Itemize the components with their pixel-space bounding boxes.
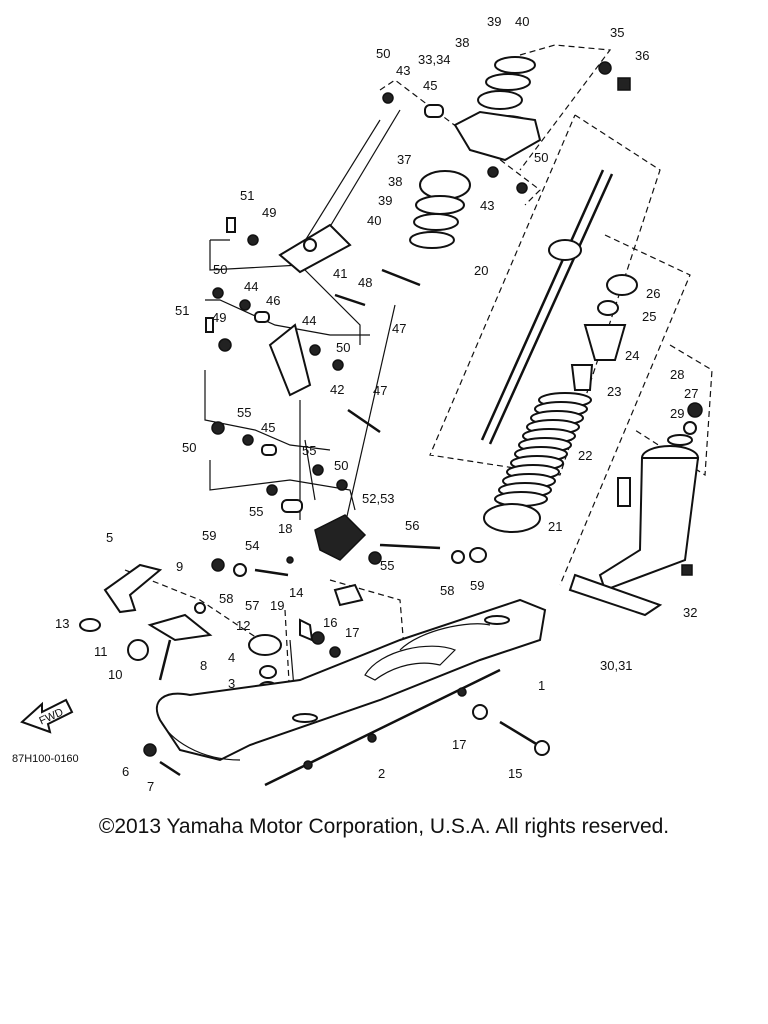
callout-label: 50 <box>376 46 390 61</box>
copyright-notice: ©2013 Yamaha Motor Corporation, U.S.A. A… <box>98 815 670 838</box>
callout-label: 9 <box>176 559 183 574</box>
callout-label: 57 <box>245 598 259 613</box>
callout-label: 43 <box>480 198 494 213</box>
shock-absorber <box>568 402 703 617</box>
callout-label: 59 <box>470 578 484 593</box>
callout-label: 21 <box>548 519 562 534</box>
callout-label: 6 <box>122 764 129 779</box>
callout-label: 3 <box>228 676 235 691</box>
callout-label: 8 <box>200 658 207 673</box>
callout-label: 55 <box>380 558 394 573</box>
callout-label: 49 <box>262 205 276 220</box>
suspension-links <box>205 217 421 513</box>
callout-label: 50 <box>334 458 348 473</box>
callout-label: 43 <box>396 63 410 78</box>
callout-label: 44 <box>302 313 316 328</box>
callout-label: 2 <box>378 766 385 781</box>
callout-label: 10 <box>108 667 122 682</box>
callout-label: 26 <box>646 286 660 301</box>
callout-label: 37 <box>397 152 411 167</box>
callout-label: 35 <box>610 25 624 40</box>
callout-label: 50 <box>182 440 196 455</box>
callout-label: 30,31 <box>600 658 633 673</box>
callout-label: 20 <box>474 263 488 278</box>
callout-label: 47 <box>392 321 406 336</box>
callout-label: 39 <box>378 193 392 208</box>
callout-label: 50 <box>336 340 350 355</box>
callout-label: 28 <box>670 367 684 382</box>
callout-label: 45 <box>423 78 437 93</box>
callout-label: 54 <box>245 538 259 553</box>
callout-label: 7 <box>147 779 154 794</box>
callout-label: 56 <box>405 518 419 533</box>
callout-label: 13 <box>55 616 69 631</box>
callout-label: 11 <box>94 644 108 659</box>
spindle-shaft <box>480 169 614 445</box>
callout-label: 46 <box>266 293 280 308</box>
callout-label: 58 <box>219 591 233 606</box>
steering-swivel-assembly <box>382 56 631 249</box>
callout-label: 55 <box>302 443 316 458</box>
callout-label: 1 <box>538 678 545 693</box>
callout-label: 52,53 <box>362 491 395 506</box>
callout-label: 25 <box>642 309 656 324</box>
callout-label: 41 <box>333 266 347 281</box>
callout-label: 59 <box>202 528 216 543</box>
suspension-spring-assembly <box>483 274 638 533</box>
callout-label: 50 <box>213 262 227 277</box>
callout-label: 23 <box>607 384 621 399</box>
callout-label: 48 <box>358 275 372 290</box>
callout-label: 32 <box>683 605 697 620</box>
callout-label: 24 <box>625 348 639 363</box>
drawing-reference-code: 87H100-0160 <box>12 753 79 765</box>
callout-label: 18 <box>278 521 292 536</box>
callout-label: 29 <box>670 406 684 421</box>
callout-label: 40 <box>515 14 529 29</box>
callout-label: 36 <box>635 48 649 63</box>
callout-label: 49 <box>212 310 226 325</box>
fwd-arrow-icon: FWD <box>20 698 74 734</box>
callout-label: 12 <box>236 618 250 633</box>
callout-label: 16 <box>323 615 337 630</box>
callout-label: 17 <box>345 625 359 640</box>
callout-label: 58 <box>440 583 454 598</box>
ski-bracket-parts <box>211 514 487 695</box>
callout-label: 14 <box>289 585 303 600</box>
callout-label: 22 <box>578 448 592 463</box>
steering-arm <box>79 563 213 681</box>
callout-label: 27 <box>684 386 698 401</box>
callout-label: 33,34 <box>418 52 451 67</box>
callout-label: 5 <box>106 530 113 545</box>
callout-label: 51 <box>240 188 254 203</box>
callout-label: 15 <box>508 766 522 781</box>
callout-label: 38 <box>455 35 469 50</box>
callout-label: 55 <box>249 504 263 519</box>
ski <box>143 598 550 787</box>
callout-label: 38 <box>388 174 402 189</box>
callout-label: 55 <box>237 405 251 420</box>
callout-label: 19 <box>270 598 284 613</box>
callout-label: 51 <box>175 303 189 318</box>
callout-label: 17 <box>452 737 466 752</box>
callout-label: 45 <box>261 420 275 435</box>
callout-label: 39 <box>487 14 501 29</box>
callout-label: 40 <box>367 213 381 228</box>
callout-label: 47 <box>373 383 387 398</box>
callout-label: 50 <box>534 150 548 165</box>
callout-label: 4 <box>228 650 235 665</box>
callout-label: 44 <box>244 279 258 294</box>
callout-label: 42 <box>330 382 344 397</box>
